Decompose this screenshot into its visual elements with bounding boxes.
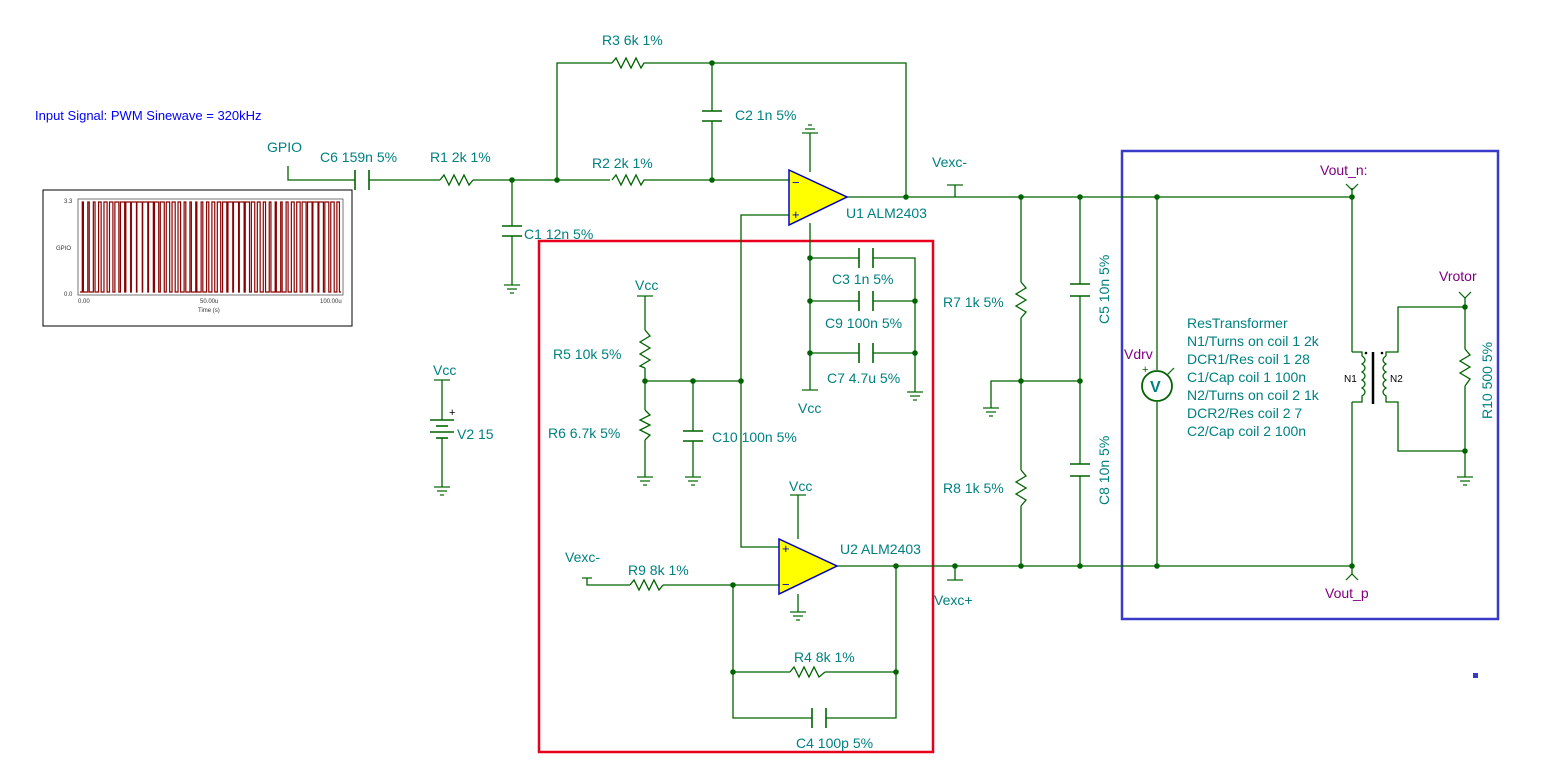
net-vdrv: Vdrv: [1124, 346, 1153, 362]
net-vout-n: Vout_n:: [1320, 162, 1368, 178]
net-pin-markers: [434, 183, 1472, 581]
wires: [287, 62, 1466, 719]
opamp-u2-plus: +: [782, 541, 790, 556]
transformer-param-n1: N1/Turns on coil 1 2k: [1187, 333, 1320, 349]
label-r2: R2 2k 1%: [592, 155, 653, 171]
label-r1: R1 2k 1%: [430, 149, 491, 165]
waveform-x-tick-0: 0.00: [78, 299, 90, 305]
waveform-x-tick-1: 50.00u: [200, 299, 218, 305]
voltmeter-vdrv: V +: [1141, 364, 1175, 402]
transformer-param-c1: C1/Cap coil 1 100n: [1187, 369, 1306, 385]
net-labels: GPIO Vcc Vcc Vcc Vcc Vexc- Vexc- Vexc+ V…: [267, 139, 1477, 608]
transformer-param-dcr1: DCR1/Res coil 1 28: [1187, 351, 1310, 367]
waveform-panel: 3.3 0.0 GPIO 0.00 50.00u 100.00u Time (s…: [42, 189, 353, 327]
label-c9: C9 100n 5%: [825, 315, 902, 331]
net-vcc-u2: Vcc: [789, 478, 812, 494]
label-c2: C2 1n 5%: [735, 107, 796, 123]
net-vexc-minus: Vexc-: [932, 154, 967, 170]
input-signal-note: Input Signal: PWM Sinewave = 320kHz: [35, 108, 262, 123]
net-vcc-v2: Vcc: [433, 362, 456, 378]
waveform-y-tick-top: 3.3: [64, 199, 73, 205]
label-r3: R3 6k 1%: [602, 32, 663, 48]
opamp-u2-minus: −: [782, 577, 790, 592]
label-r8: R8 1k 5%: [943, 480, 1004, 496]
label-r10: R10 500 5%: [1479, 342, 1495, 419]
label-r4: R4 8k 1%: [794, 649, 855, 665]
label-u1: U1 ALM2403: [846, 205, 927, 221]
label-c1: C1 12n 5%: [524, 226, 593, 242]
opamp-u1-plus: +: [792, 207, 800, 222]
label-r5: R5 10k 5%: [553, 346, 621, 362]
waveform-trace: [80, 201, 341, 293]
label-r6: R6 6.7k 5%: [548, 425, 620, 441]
net-vout-p: Vout_p: [1325, 585, 1369, 601]
net-vcc-u1: Vcc: [798, 400, 821, 416]
label-v2: V2 15: [457, 426, 494, 442]
label-c4: C4 100p 5%: [796, 735, 873, 751]
opamp-u1-minus: −: [792, 175, 800, 190]
net-vcc-r5: Vcc: [635, 277, 658, 293]
label-c3: C3 1n 5%: [832, 271, 893, 287]
net-vexc-plus: Vexc+: [934, 592, 973, 608]
amplifier-highlight-box: [537, 239, 935, 754]
transformer-coil2-label: N2: [1390, 374, 1403, 385]
label-c10: C10 100n 5%: [712, 429, 797, 445]
waveform-x-label: Time (s): [198, 308, 220, 314]
resolver-highlight-box: [1120, 149, 1500, 621]
voltmeter-plus-sign: +: [1142, 364, 1148, 376]
waveform-x-tick-2: 100.00u: [320, 299, 342, 305]
opamp-u2: + −: [778, 537, 839, 596]
junction-dots: [509, 60, 1468, 675]
transformer-param-c2: C2/Cap coil 2 100n: [1187, 423, 1306, 439]
marker-dot: [1473, 673, 1478, 678]
capacitor-plates: [354, 110, 1090, 728]
transformer-params: ResTransformer N1/Turns on coil 1 2k DCR…: [1187, 315, 1320, 439]
component-labels: R3 6k 1% C2 1n 5% R2 2k 1% R1 2k 1% C6 1…: [320, 32, 1495, 751]
net-gpio: GPIO: [267, 139, 302, 155]
label-c6: C6 159n 5%: [320, 149, 397, 165]
waveform-y-tick-bottom: 0.0: [64, 292, 73, 298]
label-u2: U2 ALM2403: [840, 541, 921, 557]
label-c5: C5 10n 5%: [1096, 255, 1112, 324]
transformer: N1 N2: [1344, 351, 1403, 404]
voltmeter-v-symbol: V: [1150, 379, 1161, 396]
pwm-signal-path: [80, 201, 341, 293]
transformer-coil1-label: N1: [1344, 374, 1357, 385]
label-r7: R7 1k 5%: [943, 294, 1004, 310]
label-c7: C7 4.7u 5%: [827, 370, 900, 386]
label-r9: R9 8k 1%: [628, 562, 689, 578]
label-c8: C8 10n 5%: [1096, 436, 1112, 505]
opamp-u1: − +: [788, 168, 849, 227]
transformer-title: ResTransformer: [1187, 315, 1288, 331]
waveform-y-label: GPIO: [56, 246, 71, 252]
transformer-param-n2: N2/Turns on coil 2 1k: [1187, 387, 1320, 403]
battery-v2: +: [430, 407, 455, 439]
resistor-zigzags: [439, 56, 1472, 679]
net-vrotor: Vrotor: [1439, 268, 1477, 284]
transformer-param-dcr2: DCR2/Res coil 2 7: [1187, 405, 1302, 421]
net-vexc-minus-u2: Vexc-: [565, 549, 600, 565]
battery-plus-sign: +: [449, 407, 455, 419]
ground-symbols: [434, 124, 1473, 621]
